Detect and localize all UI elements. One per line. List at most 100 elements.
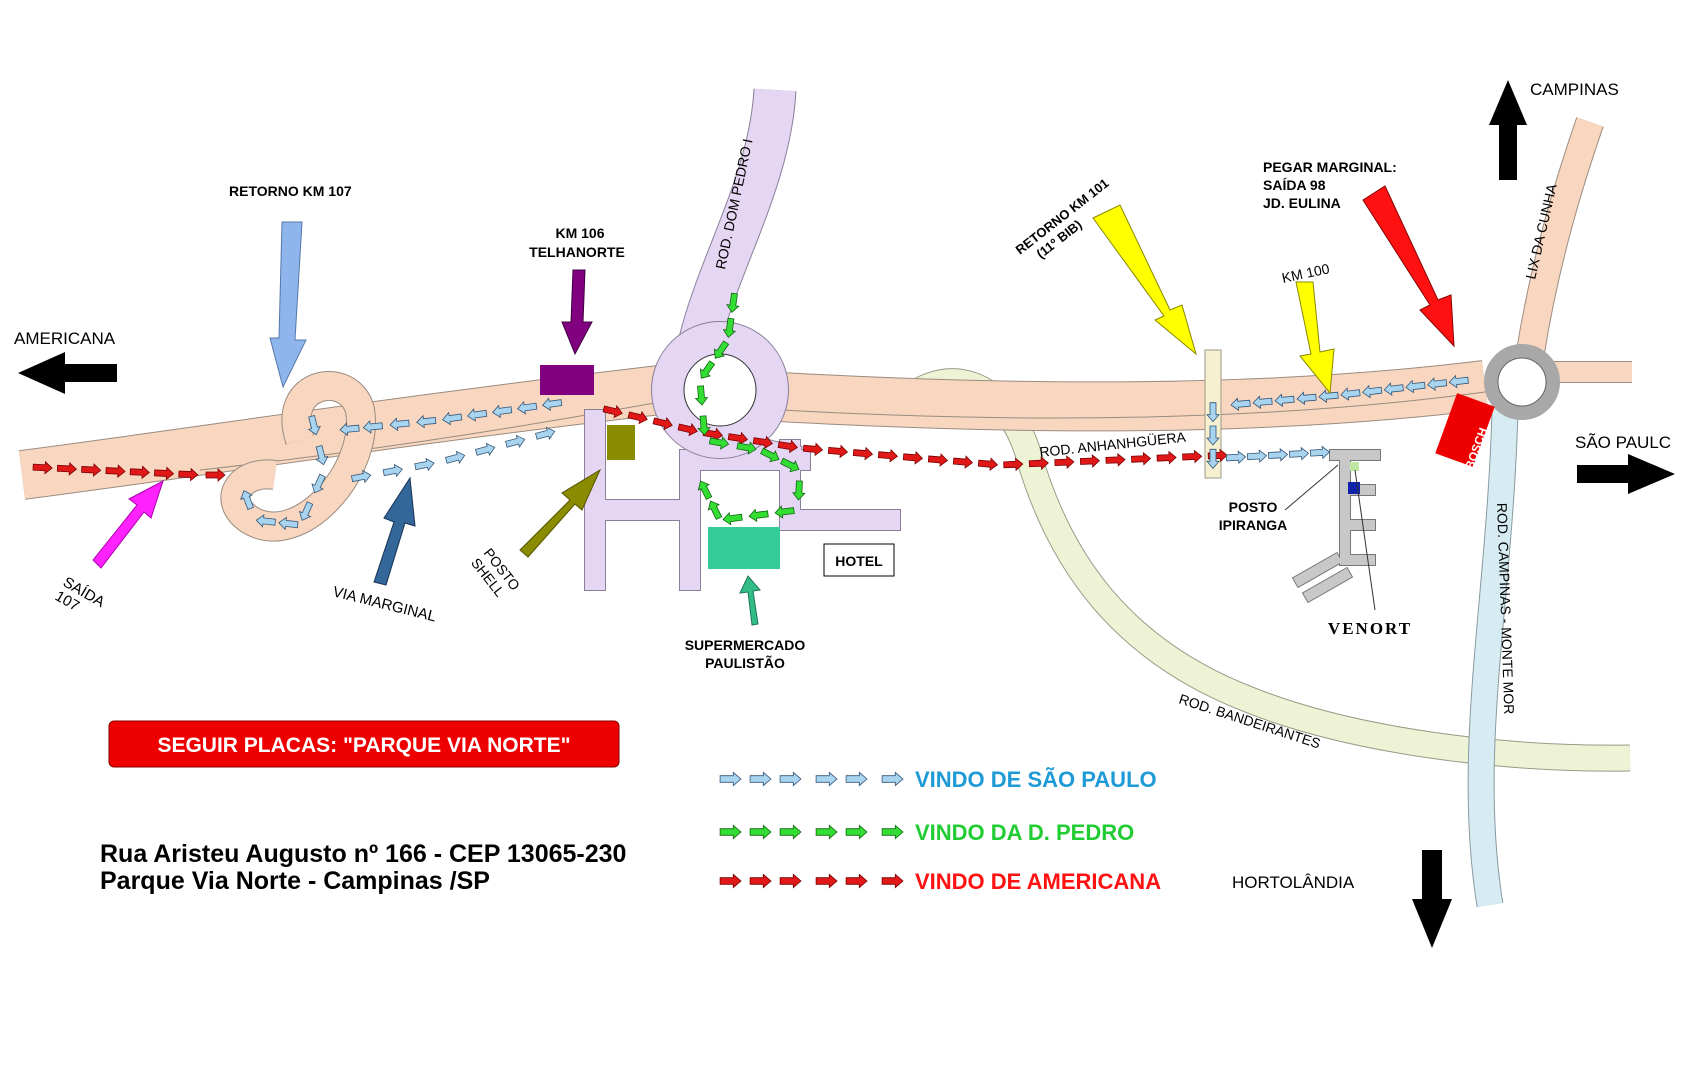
route-arrow [1296,391,1317,406]
route-arrow [178,467,199,482]
route-arrow [416,414,437,429]
route-arrow [779,824,802,840]
route-arrow [1405,379,1426,394]
retorno-107-pointer [269,221,307,389]
hotel-label: HOTEL [835,553,883,569]
route-from-americana [32,404,1228,482]
retorno-107-label: RETORNO KM 107 [229,183,352,199]
route-arrow [278,516,299,531]
route-arrow [1267,447,1289,462]
route-arrow [727,431,748,446]
route-arrow [382,463,403,478]
route-arrow [749,824,772,840]
address-line-1: Rua Aristeu Augusto nº 166 - CEP 13065-2… [100,840,626,868]
route-arrow [362,420,384,434]
route-arrow [702,427,723,442]
route-arrow [708,436,730,450]
venort-label: VENORT [1328,619,1412,638]
route-arrow [1079,454,1101,468]
route-arrow [1182,449,1203,464]
route-from-sao-paulo [240,374,1469,531]
route-arrow [952,455,974,469]
route-arrow [1206,448,1220,469]
route-arrow [1230,397,1251,412]
route-arrow [255,514,276,528]
route-arrow [1383,382,1404,396]
legend-arrows-americana [719,873,904,889]
route-arrow [1340,387,1361,401]
americana-label: AMERICANA [14,329,116,348]
route-arrow [129,465,150,480]
campinas-roundabout [1484,344,1560,420]
route-arrow [105,464,126,478]
route-arrow [315,445,329,466]
notice-box: SEGUIR PLACAS: "PARQUE VIA NORTE" [108,720,620,768]
route-arrow [845,771,868,787]
route-arrow [1309,445,1331,460]
route-arrow [719,873,742,889]
route-arrow [1003,457,1024,472]
local-streets [584,409,901,591]
route-arrow [81,463,102,477]
route-arrow [722,317,737,339]
route-arrow [1131,451,1152,466]
route-arrow [205,468,226,482]
hotel-box [823,543,895,577]
posto-shell-block [607,425,635,460]
route-arrow [298,501,314,521]
route-arrow [1448,374,1469,389]
route-arrow [780,457,800,473]
route-arrow [777,439,798,454]
posto-shell-pointer [519,468,602,558]
route-arrow [154,466,175,481]
route-arrow [1206,425,1220,446]
venort-streets [1284,449,1381,611]
route-arrow [752,435,773,450]
campinas-label: CAMPINAS [1530,80,1619,99]
route-arrow [475,442,496,456]
route-arrow [445,450,466,464]
route-arrow [722,511,743,526]
route-arrow [736,441,757,455]
route-arrow [977,457,999,472]
route-arrow [1028,456,1049,471]
route-arrow [652,416,673,431]
route-arrow [56,461,78,476]
campinas-monte-mor-road-label: ROD. CAMPINAS - MONTE MOR [1494,503,1517,715]
route-arrow [1246,449,1268,463]
route-arrow [1105,453,1126,467]
route-arrow [516,400,538,415]
route-arrow [505,434,526,448]
route-arrow [902,450,924,465]
route-arrow [815,873,838,889]
route-arrow [852,446,874,461]
telhanorte-label: TELHANORTE [529,244,625,260]
supermercado-label: SUPERMERCADO [685,637,806,653]
telhanorte-block [540,365,594,395]
route-arrow [802,442,824,457]
route-arrow [845,824,868,840]
route-arrow [535,426,556,440]
route-arrow [339,422,360,437]
route-arrow [1054,455,1075,469]
retorno-101-pointer [1092,204,1197,356]
km106-label: KM 106 [555,225,604,241]
paulistao-label: PAULISTÃO [705,654,785,671]
route-arrow [627,410,648,425]
route-arrow [414,457,435,472]
route-arrow [881,771,904,787]
route-arrow [774,505,795,519]
route-arrow [1288,446,1310,461]
route-arrow [1156,450,1177,465]
bosch-block [1435,393,1495,467]
route-arrow [491,404,513,419]
route-arrow [1225,450,1247,465]
saida-98-label: SAÍDA 98 [1263,177,1326,193]
telhanorte-pointer [561,269,593,356]
via-marginal-label: VIA MARGINAL [331,583,438,625]
route-arrow [760,447,780,463]
route-arrow [697,415,711,436]
saida-107-pointer [92,479,164,569]
route-arrow [1206,402,1220,423]
route-arrow [699,360,716,379]
